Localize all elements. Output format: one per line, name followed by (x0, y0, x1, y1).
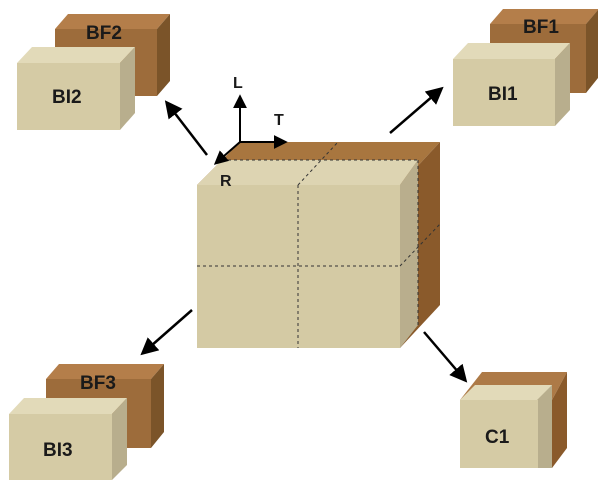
block-bi1 (453, 43, 570, 126)
arrow-to-bottom-left (140, 309, 193, 356)
arrow-to-top-left (164, 100, 208, 156)
label-c1: C1 (485, 427, 510, 448)
block-bi3 (9, 398, 127, 480)
block-group-bottom-right: C1 (460, 372, 567, 468)
block-c1 (460, 372, 567, 468)
sample-arrows (140, 86, 468, 383)
arrow-to-bottom-right (423, 331, 468, 383)
axis-r-arrow (213, 141, 241, 165)
central-block-side-light (400, 160, 418, 348)
axis-t-label: T (274, 112, 284, 129)
central-log-block (197, 141, 441, 348)
axis-r-label: R (220, 173, 232, 190)
label-bf2: BF2 (86, 23, 122, 44)
label-bf3: BF3 (80, 373, 116, 394)
block-group-top-right: BF1 BI1 (453, 9, 598, 126)
axes (213, 94, 288, 165)
block-group-top-left: BF2 BI2 (17, 14, 170, 130)
block-group-bottom-left: BF3 BI3 (9, 364, 164, 480)
axis-l-label: L (233, 75, 243, 92)
block-bi2 (17, 47, 135, 130)
arrow-to-top-right (389, 86, 444, 134)
label-bi2: BI2 (52, 87, 82, 108)
cut-lines (197, 141, 441, 348)
label-bf1: BF1 (523, 17, 559, 38)
label-bi3: BI3 (43, 440, 73, 461)
central-block-top-light (197, 160, 418, 185)
label-bi1: BI1 (488, 84, 518, 105)
